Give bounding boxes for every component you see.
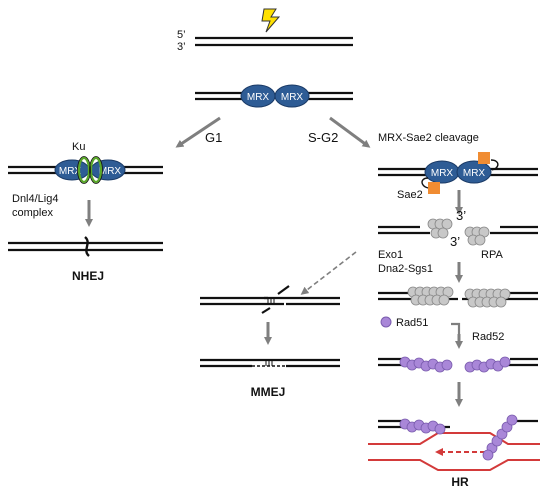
three-prime-label: 3’: [456, 208, 466, 223]
rad52-label: Rad52: [472, 331, 504, 343]
mrx-sae2-cleavage-label: MRX-Sae2 cleavage: [378, 132, 479, 144]
rad51-filament: [399, 414, 518, 461]
mmej-annealing-dna: [200, 285, 340, 314]
three-prime-label: 3’: [177, 41, 186, 53]
resected-dna-with-rpa: [378, 218, 538, 246]
mrx-sae2-cleavage-dna: MRX MRX: [378, 152, 538, 194]
rpa-label: RPA: [481, 249, 503, 261]
exo1-label: Exo1: [378, 249, 403, 261]
donor-template-strands: [368, 432, 540, 471]
rad51-sphere-icon: [380, 316, 392, 328]
cleavage-arrow-icon: [490, 159, 499, 171]
broken-dna-with-mrx: MRX MRX: [195, 84, 353, 108]
s-g2-label: S-G2: [308, 130, 338, 145]
mmej-outcome-label: MMEJ: [251, 385, 286, 399]
rad51-label: Rad51: [396, 317, 428, 329]
sae2-block-upper: [478, 152, 490, 164]
mmej-repaired-dna: [200, 358, 340, 368]
hr-outcome-label: HR: [451, 475, 469, 489]
rpa-cluster: [407, 286, 511, 308]
rpa-cluster: [427, 218, 490, 246]
dnl4-lig4-label: Dnl4/Lig4: [12, 193, 58, 205]
rad51-filament-dna: [378, 356, 538, 373]
mrx-label: MRX: [99, 166, 122, 177]
arrow-to-g1: [175, 116, 221, 148]
arrow-to-s-g2: [329, 116, 371, 148]
lightning-bolt-icon: [261, 8, 281, 33]
ku-bound-dna: MRX MRX: [8, 156, 163, 184]
ku-label: Ku: [72, 141, 85, 153]
dashed-arrow-to-mmej: [300, 251, 357, 295]
intact-dna-duplex: [195, 36, 353, 47]
mrx-label: MRX: [281, 92, 304, 103]
microhomology-ticks: [267, 298, 275, 304]
rad51-filament: [399, 356, 511, 373]
strand-invasion-dna: [368, 414, 540, 471]
mrx-label: MRX: [463, 168, 486, 179]
ligated-dna: [8, 236, 163, 257]
three-prime-label: 3’: [450, 234, 460, 249]
nhej-outcome-label: NHEJ: [72, 269, 104, 283]
mrx-label: MRX: [247, 92, 270, 103]
mrx-complex-left: MRX: [240, 84, 276, 108]
dnl4-complex-label: complex: [12, 207, 53, 219]
sae2-label: Sae2: [397, 189, 423, 201]
cleavage-arrow-icon: [421, 177, 429, 189]
rad52-bracket: [451, 322, 461, 334]
microhomology-ticks: [265, 360, 273, 366]
sae2-block-lower: [428, 182, 440, 194]
ku-ring-icon: [77, 156, 103, 184]
g1-label: G1: [205, 130, 222, 145]
dna2-sgs1-label: Dna2-Sgs1: [378, 263, 433, 275]
mrx-label: MRX: [431, 168, 454, 179]
mrx-complex-right: MRX: [274, 84, 310, 108]
five-prime-label: 5’: [177, 29, 186, 41]
ku-ring-outline: [77, 156, 103, 184]
long-resection-dna: [378, 286, 538, 308]
mrx-label: MRX: [59, 166, 82, 177]
